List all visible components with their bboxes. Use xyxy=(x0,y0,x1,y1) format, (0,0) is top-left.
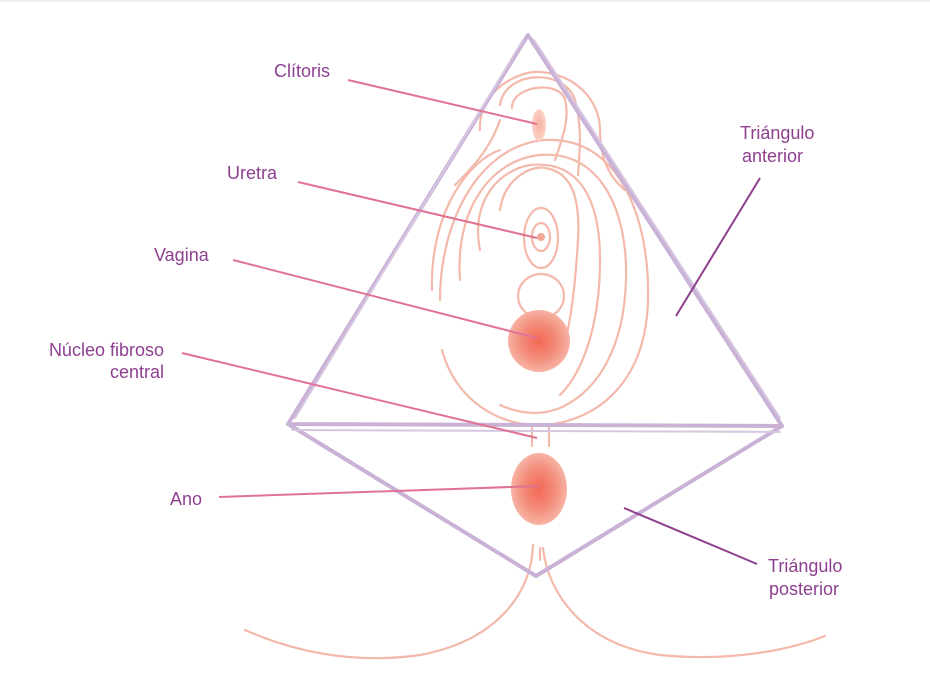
urethra-shape xyxy=(537,233,545,241)
clitoris-shape xyxy=(532,109,546,141)
tri-posterior-leader xyxy=(623,507,758,565)
perineal-triangles xyxy=(286,33,784,578)
label-tri-anterior-line2: anterior xyxy=(742,146,803,166)
posterior-triangle-outline xyxy=(286,422,784,578)
labels: Clítoris Uretra Vagina Núcleo fibroso ce… xyxy=(49,61,842,599)
label-ano: Ano xyxy=(170,489,202,509)
tri-anterior-leader xyxy=(675,177,761,317)
label-tri-anterior-line1: Triángulo xyxy=(740,123,814,143)
vagina-leader xyxy=(232,259,538,339)
label-clitoris: Clítoris xyxy=(274,61,330,81)
nucleo-leader xyxy=(181,352,538,439)
label-tri-posterior-line2: posterior xyxy=(769,579,839,599)
label-uretra: Uretra xyxy=(227,163,278,183)
label-nucleo-line1: Núcleo fibroso xyxy=(49,340,164,360)
label-vagina: Vagina xyxy=(154,245,210,265)
uretra-leader xyxy=(297,181,538,239)
anus-shape xyxy=(511,453,567,525)
organs xyxy=(508,109,570,525)
label-nucleo-line2: central xyxy=(110,362,164,382)
clitoris-leader xyxy=(347,79,538,125)
label-tri-posterior-line1: Triángulo xyxy=(768,556,842,576)
vagina-shape xyxy=(508,310,570,372)
ano-leader xyxy=(218,485,541,498)
leader-lines xyxy=(181,79,761,565)
